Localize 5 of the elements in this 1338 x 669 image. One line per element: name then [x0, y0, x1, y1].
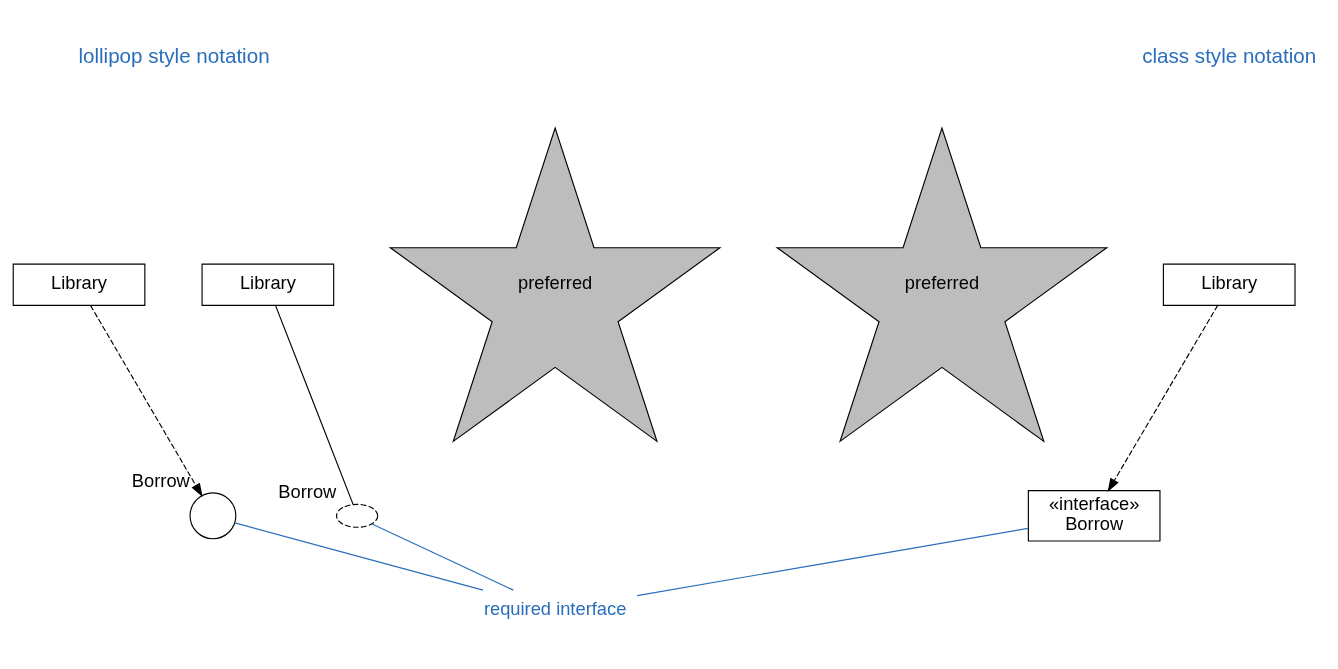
label: class style notation: [1142, 44, 1317, 68]
label: lollipop style notation: [78, 44, 270, 68]
node-label: Borrow: [278, 481, 337, 503]
node-label: Borrow: [131, 469, 190, 491]
node-text: required interface: [483, 598, 627, 620]
